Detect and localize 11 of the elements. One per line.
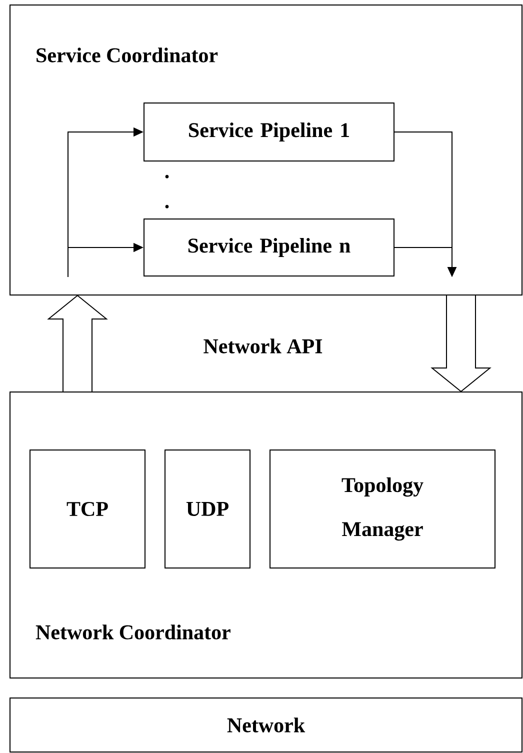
process-box: Network bbox=[10, 698, 522, 752]
process-box: UDP bbox=[164, 450, 250, 568]
process-box: Service Pipeline 1 bbox=[144, 102, 394, 162]
block-arrow bbox=[47, 294, 108, 392]
ellipsis-dot: . bbox=[165, 204, 169, 208]
block-arrow bbox=[430, 295, 492, 392]
process-box: Service Pipeline n bbox=[144, 218, 394, 276]
interface-label: Network API bbox=[204, 338, 322, 354]
ellipsis-dot: . bbox=[165, 174, 169, 178]
process-box: Topology Manager bbox=[270, 450, 496, 568]
process-box: TCP bbox=[30, 450, 146, 568]
